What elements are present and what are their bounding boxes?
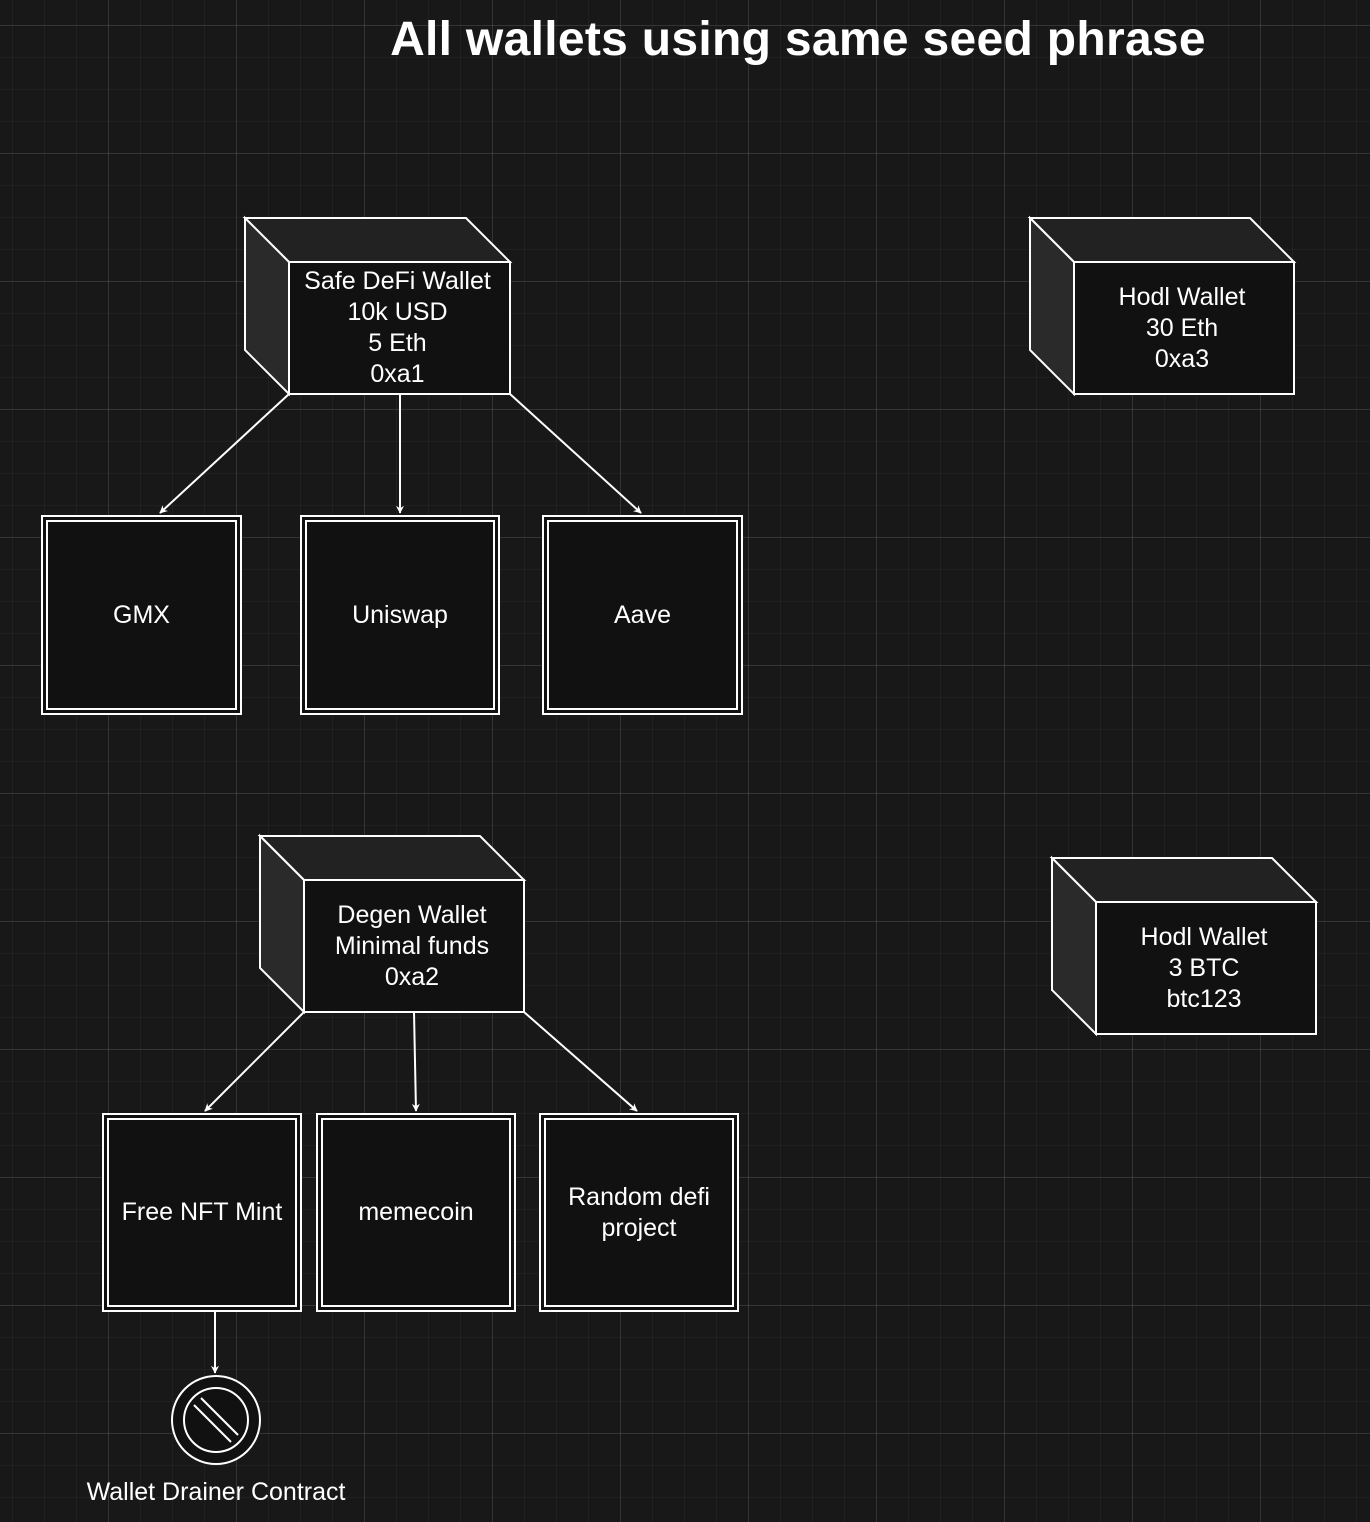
hodl-wallet-eth-node[interactable] [1027,215,1297,397]
safe-defi-wallet-node[interactable] [242,215,513,397]
safe-defi-wallet-front-face [288,261,511,395]
prohibited-icon-inner-ring [183,1387,249,1453]
aave-label: Aave [614,600,671,629]
aave-box-outer [542,515,743,715]
hodl-wallet-eth-front-face [1073,261,1295,395]
free-nft-mint-label: Free NFT Mint [121,1198,283,1226]
uniswap-label: Uniswap [352,600,448,629]
uniswap-box-inner [305,520,495,710]
gmx-node[interactable] [41,515,242,715]
random-defi-box-inner [544,1118,734,1307]
hodl-wallet-btc-label: Hodl Wallet 3 BTC btc123 [1140,922,1268,1013]
random-defi-node[interactable] [539,1113,739,1312]
gmx-box-inner [46,520,237,710]
gmx-box-outer [41,515,242,715]
aave-node[interactable] [542,515,743,715]
edge-degen-to-random-defi[interactable] [523,1011,638,1112]
edge-safe-defi-to-aave[interactable] [509,393,642,514]
degen-wallet-node[interactable] [257,833,527,1015]
edge-safe-defi-to-gmx[interactable] [159,393,290,514]
prohibited-icon-slash-edge-a [193,1404,232,1443]
hodl-wallet-btc-top-face [1049,857,1319,903]
free-nft-mint-box-inner [107,1118,297,1307]
random-defi-label: Random defi project [568,1182,710,1242]
prohibited-icon-slash-edge-b [200,1397,239,1436]
hodl-wallet-eth-label: Hodl Wallet 30 Eth 0xa3 [1118,282,1246,373]
edge-degen-to-memecoin[interactable] [411,1011,420,1112]
gmx-label: GMX [113,600,170,629]
uniswap-node[interactable] [300,515,500,715]
memecoin-label: memecoin [358,1198,474,1226]
degen-wallet-top-face [257,835,527,881]
prohibited-icon-outer-ring [171,1375,261,1465]
free-nft-mint-node[interactable] [102,1113,302,1312]
hodl-wallet-eth-top-face [1027,217,1297,263]
memecoin-box-inner [321,1118,511,1307]
safe-defi-wallet-top-face [242,217,513,263]
aave-box-inner [547,520,738,710]
random-defi-box-outer [539,1113,739,1312]
wallet-drainer-label: Wallet Drainer Contract [86,1478,346,1506]
edge-degen-to-free-nft-mint[interactable] [204,1011,305,1112]
uniswap-box-outer [300,515,500,715]
safe-defi-wallet-label: Safe DeFi Wallet 10k USD 5 Eth 0xa1 [304,267,491,388]
memecoin-box-outer [316,1113,516,1312]
hodl-wallet-btc-node[interactable] [1049,855,1319,1037]
free-nft-mint-box-outer [102,1113,302,1312]
diagram-title: All wallets using same seed phrase [390,13,1206,66]
prohibited-icon[interactable] [171,1375,261,1465]
hodl-wallet-btc-front-face [1095,901,1317,1035]
memecoin-node[interactable] [316,1113,516,1312]
degen-wallet-label: Degen Wallet Minimal funds 0xa2 [334,900,490,991]
